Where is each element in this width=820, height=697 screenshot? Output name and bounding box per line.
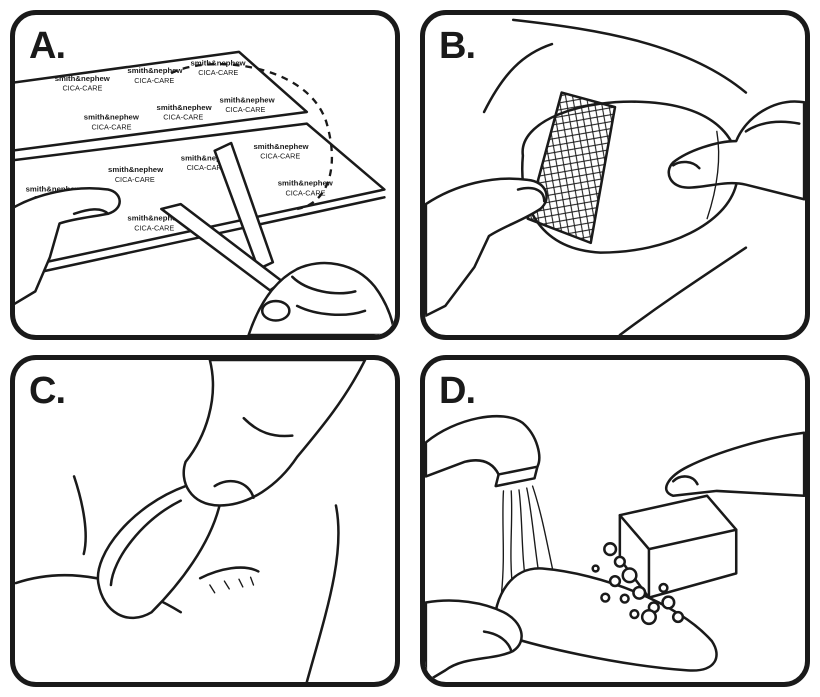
print-brand: smith&nephew (190, 58, 246, 67)
print-brand: smith&nephew (181, 153, 237, 162)
knuckle-line (482, 630, 513, 653)
print-brand: smith&nephew (127, 66, 183, 75)
gel-sheet-back (15, 50, 309, 152)
panel-label-d: D. (439, 370, 476, 412)
skin-contour (72, 475, 87, 556)
illustration-washing-sheet (425, 415, 805, 682)
thumb-crease (72, 208, 110, 216)
knuckle-line (242, 416, 294, 438)
skin-contour (618, 246, 748, 335)
print-product: CICA-CARE (134, 76, 174, 85)
fingernail (671, 160, 701, 170)
print-product: CICA-CARE (134, 223, 174, 232)
skin-contour (305, 504, 340, 682)
print-brand: smith&nephew (220, 95, 276, 104)
skin-contour (511, 18, 748, 94)
print-brand: smith&nephew (84, 113, 140, 122)
soap-bar-edges (618, 513, 738, 599)
finger-line (295, 304, 367, 316)
illustration-applying-sheet (15, 360, 367, 682)
gel-sheet (492, 567, 718, 672)
print-product: CICA-CARE (92, 122, 132, 131)
print-product: CICA-CARE (198, 68, 238, 77)
soap-bar (618, 494, 738, 599)
left-hand (425, 177, 548, 317)
print-product: CICA-CARE (115, 175, 155, 184)
hand (182, 360, 367, 507)
skin-contour (482, 42, 554, 114)
scissors-blade-upper (213, 141, 275, 271)
illustration-cutting-sheet: smith&nephew CICA-CARE smith&nephew CICA… (15, 50, 395, 335)
scar-mark (198, 566, 260, 580)
panel-d: D. (420, 355, 810, 687)
print-brand: smith&nephew (157, 103, 213, 112)
print-brand: smith&nephew (55, 74, 111, 83)
print-product: CICA-CARE (163, 113, 203, 122)
print-brand: smith&nephew (108, 165, 164, 174)
print-product: CICA-CARE (187, 163, 227, 172)
finger-line (291, 275, 357, 295)
print-brand: smith&nephew (26, 184, 82, 193)
faucet-nozzle (494, 465, 539, 488)
panel-label-b: B. (439, 25, 476, 67)
print-product: CICA-CARE (260, 152, 300, 161)
soap-bubbles (591, 542, 685, 626)
panel-c: C. (10, 355, 400, 687)
print-brand: smith&nephew (278, 179, 334, 188)
print-product: CICA-CARE (225, 105, 265, 114)
fingernail (213, 479, 255, 499)
sheet-edge-highlight (109, 499, 183, 587)
scar-stitches (209, 576, 255, 594)
right-hand (667, 100, 805, 201)
backing-film (526, 91, 617, 245)
cut-guide-dashed (170, 63, 334, 211)
fingernail (516, 186, 546, 203)
upper-hand (665, 431, 805, 498)
illustration-peeling-backing (425, 18, 805, 335)
panel-b: B. (420, 10, 810, 340)
panel-label-a: A. (29, 25, 66, 67)
print-product: CICA-CARE (285, 188, 325, 197)
print-brand: smith&nephew (127, 214, 183, 223)
peel-line (706, 130, 720, 220)
fingernail (671, 475, 699, 486)
left-hand (15, 187, 121, 306)
print-product: CICA-CARE (62, 84, 102, 93)
knuckle-line (744, 120, 801, 133)
faucet (425, 415, 541, 478)
panel-label-c: C. (29, 370, 66, 412)
scissors-handle (260, 299, 291, 322)
print-brand: smith&nephew (253, 142, 309, 151)
panel-a: A. smith&nephew CICA-CARE smith&nephew C… (10, 10, 400, 340)
lower-hand (425, 599, 523, 682)
